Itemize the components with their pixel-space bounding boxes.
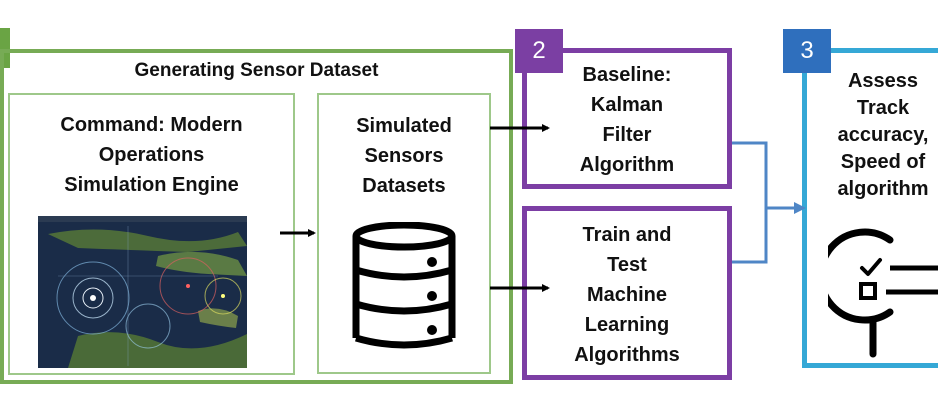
simulation-map-screenshot [38, 216, 247, 368]
stage-3-badge: 3 [783, 29, 831, 73]
command-engine-line-3: Simulation Engine [64, 174, 239, 196]
machine-learning-label: Train and Test Machine Learning Algorith… [527, 220, 727, 370]
assess-line-5: algorithm [837, 178, 929, 200]
kalman-line-1: Baseline: [582, 64, 672, 86]
stage-1-title: Generating Sensor Dataset [134, 60, 379, 81]
stage-1-frame [0, 49, 513, 384]
assess-label: Assess Track accuracy, Speed of algorith… [808, 68, 938, 203]
stage-2-badge: 2 [515, 29, 563, 73]
simulated-datasets-line-1: Simulated [356, 115, 452, 137]
stage-1-badge [0, 28, 10, 68]
assess-line-1: Assess [847, 70, 919, 92]
connector-kalman-to-merge [732, 141, 768, 208]
kalman-line-4: Algorithm [579, 154, 675, 176]
ml-line-4: Learning [584, 314, 670, 336]
simulated-datasets-label: Simulated Sensors Datasets [318, 111, 490, 201]
simulated-datasets-line-3: Datasets [362, 175, 446, 197]
ml-line-1: Train and [582, 224, 672, 246]
ml-line-5: Algorithms [574, 344, 680, 366]
machine-learning-box [522, 206, 732, 380]
assess-line-3: accuracy, [837, 124, 929, 146]
ml-line-2: Test [607, 254, 647, 276]
command-engine-line-2: Operations [98, 144, 205, 166]
command-engine-line-1: Command: Modern [60, 114, 243, 136]
command-engine-label: Command: Modern Operations Simulation En… [10, 110, 293, 200]
kalman-line-3: Filter [602, 124, 652, 146]
simulated-datasets-box [317, 93, 491, 374]
assess-line-2: Track [856, 97, 910, 119]
kalman-line-2: Kalman [590, 94, 664, 116]
kalman-filter-label: Baseline: Kalman Filter Algorithm [527, 60, 727, 180]
kalman-filter-box [522, 48, 732, 189]
connector-ml-to-merge [732, 208, 768, 264]
database-icon [350, 221, 458, 352]
ml-line-3: Machine [586, 284, 668, 306]
assess-line-4: Speed of [840, 151, 926, 173]
simulated-datasets-line-2: Sensors [364, 145, 444, 167]
